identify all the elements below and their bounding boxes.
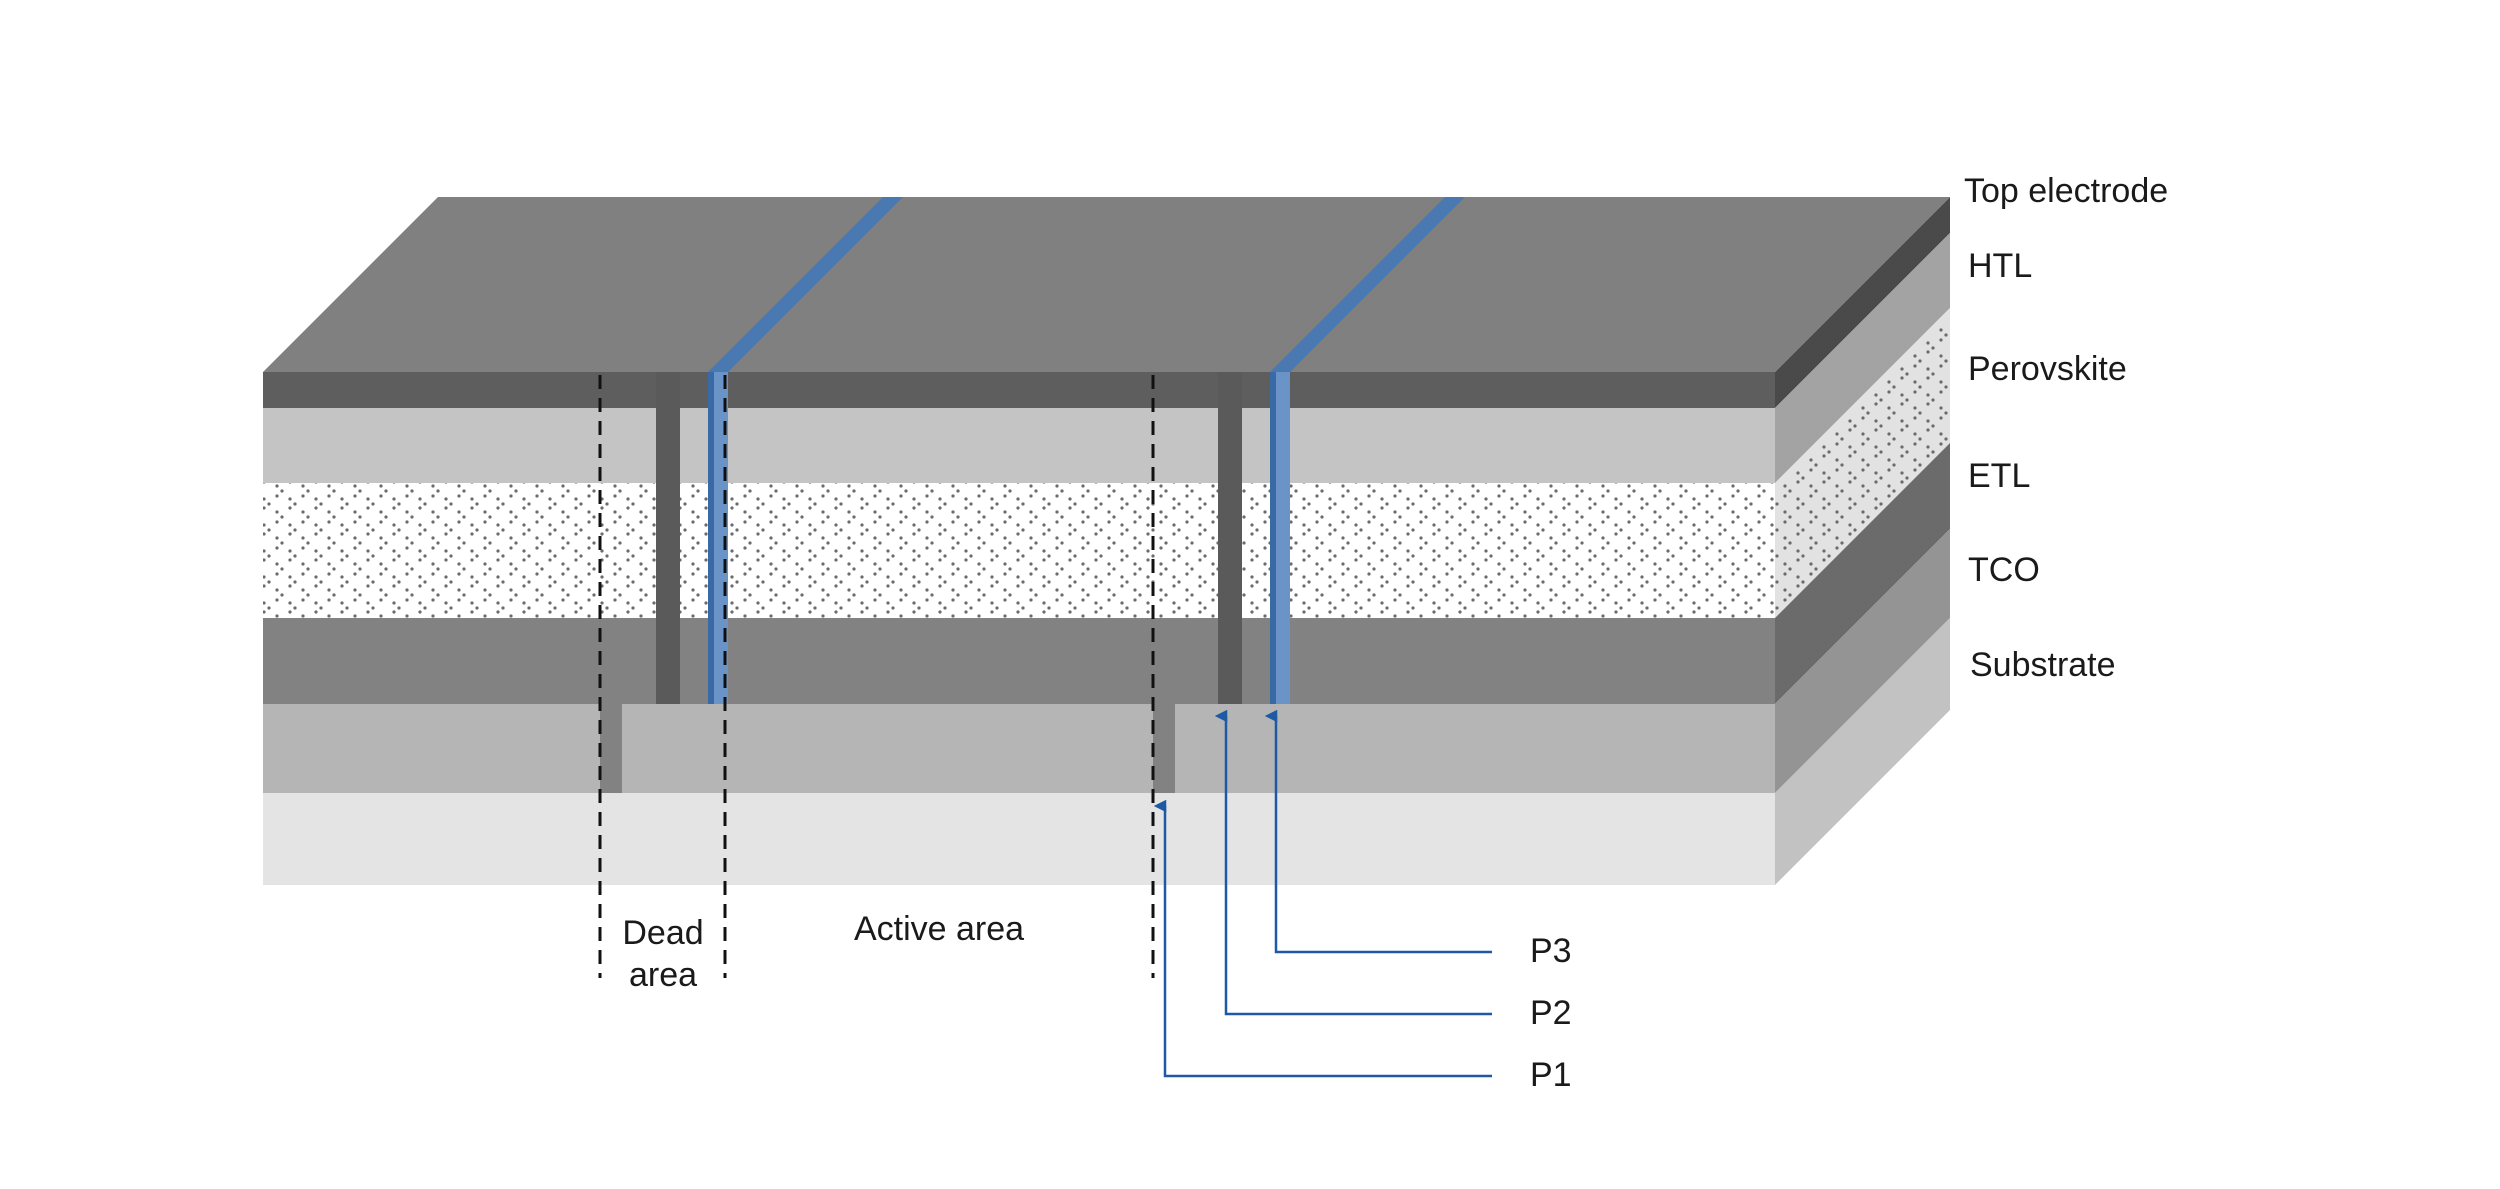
p1-grooves xyxy=(600,704,1175,793)
layer-labels: Top electrode HTL Perovskite ETL TCO Sub… xyxy=(1964,172,2168,684)
p3-groove-left-edge xyxy=(708,372,714,704)
label-dead-area-line1: Dead xyxy=(622,914,703,952)
label-htl: HTL xyxy=(1968,247,2032,285)
p1-pointer xyxy=(1153,799,1492,1078)
label-p2: P2 xyxy=(1530,994,1572,1032)
p2-groove-right xyxy=(1218,372,1242,704)
label-top-electrode: Top electrode xyxy=(1964,172,2168,210)
label-p3: P3 xyxy=(1530,932,1572,970)
perovskite-side xyxy=(1775,308,1950,618)
label-etl: ETL xyxy=(1968,457,2030,495)
tco-front xyxy=(263,704,1775,793)
label-dead-area-line2: area xyxy=(629,956,697,994)
p1-groove-left xyxy=(600,704,622,793)
scribe-pointers xyxy=(1153,709,1492,1078)
p3-top-stripe-left xyxy=(708,197,903,372)
p3-groove-right-edge xyxy=(1270,372,1276,704)
etl-front xyxy=(263,618,1775,704)
top-face xyxy=(263,197,1950,372)
region-labels: Dead area Active area xyxy=(622,910,1024,994)
perovskite-front xyxy=(263,483,1775,618)
label-p1: P1 xyxy=(1530,1056,1572,1094)
htl-front xyxy=(263,408,1775,483)
label-active-area: Active area xyxy=(854,910,1024,948)
label-perovskite: Perovskite xyxy=(1968,350,2127,388)
label-tco: TCO xyxy=(1968,551,2040,589)
dashed-boundaries xyxy=(598,375,1155,978)
label-substrate: Substrate xyxy=(1970,646,2116,684)
p3-grooves xyxy=(708,372,1290,704)
scribe-labels: P3 P2 P1 xyxy=(1530,932,1572,1094)
p1-groove-right xyxy=(1153,704,1175,793)
p3-pointer xyxy=(1264,709,1492,954)
side-faces xyxy=(1775,197,1950,885)
p2-groove-left xyxy=(656,372,680,704)
top-electrode-front xyxy=(263,372,1775,408)
tco-side xyxy=(1775,529,1950,793)
p2-pointer xyxy=(1214,709,1492,1016)
etl-side xyxy=(1775,443,1950,704)
front-layers xyxy=(263,372,1775,885)
p3-top-stripe-right xyxy=(1270,197,1465,372)
htl-side xyxy=(1775,233,1950,483)
substrate-side xyxy=(1775,618,1950,885)
substrate-front xyxy=(263,793,1775,885)
top-electrode-top xyxy=(263,197,1950,372)
top-electrode-side xyxy=(1775,197,1950,408)
p2-grooves xyxy=(656,372,1242,704)
